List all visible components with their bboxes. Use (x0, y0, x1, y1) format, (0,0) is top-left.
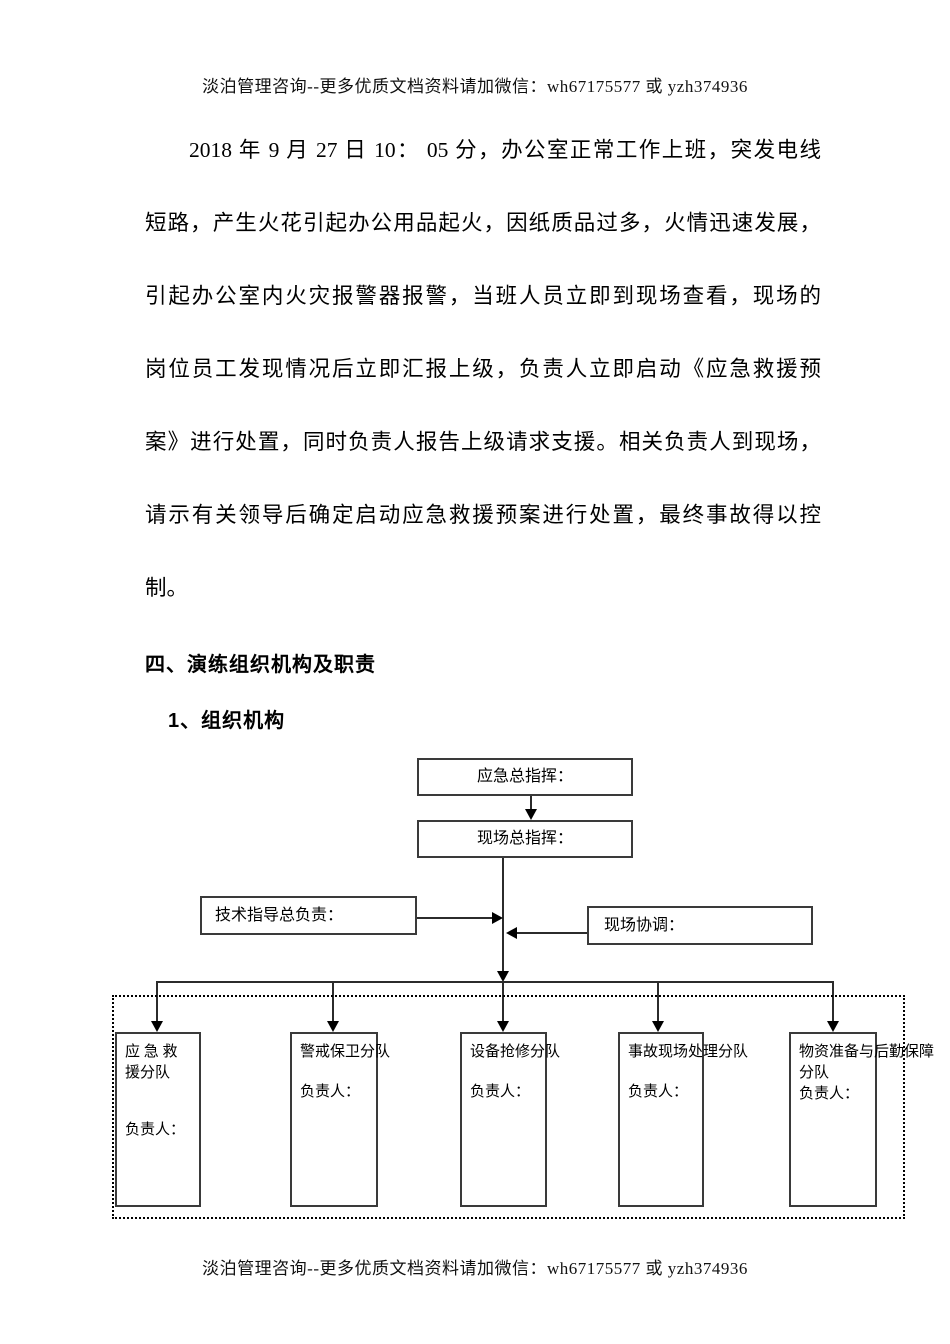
paragraph-line: 岗位员工发现情况后立即汇报上级，负责人立即启动《应急救援预 (145, 357, 821, 381)
team-title: 设备抢修分队 (470, 1044, 561, 1060)
team-title: 物资准备与后勤保障 (799, 1044, 935, 1060)
team-title: 援分队 (125, 1065, 171, 1081)
node-chief-commander: 应急总指挥： (417, 758, 633, 796)
arrowhead-right-icon (492, 912, 503, 924)
arrowhead-down-icon (652, 1021, 664, 1032)
paragraph-line: 短路，产生火花引起办公用品起火，因纸质品过多，火情迅速发展， (145, 211, 821, 235)
paragraph-line: 2018 年 9 月 27 日 10： 05 分，办公室正常工作上班，突发电线 (189, 138, 821, 162)
arrowhead-down-icon (827, 1021, 839, 1032)
team-title: 事故现场处理分队 (628, 1044, 749, 1060)
paragraph-line: 案》进行处置，同时负责人报告上级请求支援。相关负责人到现场， (145, 430, 821, 454)
teams-dotted-group (112, 995, 905, 1219)
incident-description-paragraph: 2018 年 9 月 27 日 10： 05 分，办公室正常工作上班，突发电线 … (145, 114, 821, 625)
team-box-equipment-repair: 设备抢修分队 负责人： (460, 1032, 561, 1207)
section-heading: 四、演练组织机构及职责 (145, 654, 376, 676)
node-site-commander: 现场总指挥： (417, 820, 633, 858)
node-site-coordinator: 现场协调： (587, 906, 813, 945)
connector-distributor (156, 981, 834, 983)
arrowhead-left-icon (506, 927, 517, 939)
connector-drop-1 (156, 981, 158, 1021)
arrowhead-down-icon (525, 809, 537, 820)
team-leader-label: 负责人： (300, 1084, 361, 1100)
team-leader-label: 负责人： (628, 1084, 689, 1100)
team-leader-label: 负责人： (799, 1086, 860, 1102)
arrowhead-down-icon (497, 971, 509, 982)
team-box-logistics: 物资准备与后勤保障 分队 负责人： (789, 1032, 935, 1207)
header-watermark: 淡泊管理咨询--更多优质文档资料请加微信：wh67175577 或 yzh374… (202, 77, 748, 96)
connector-site-coordinator (517, 932, 587, 934)
arrowhead-down-icon (497, 1021, 509, 1032)
paragraph-line: 引起办公室内火灾报警器报警，当班人员立即到现场查看，现场的 (145, 284, 821, 308)
team-title: 警戒保卫分队 (300, 1044, 391, 1060)
team-box-security-guard: 警戒保卫分队 负责人： (290, 1032, 391, 1207)
connector-drop-3 (502, 981, 504, 1021)
connector-chief-to-site (530, 796, 532, 810)
team-leader-label: 负责人： (125, 1122, 186, 1138)
connector-drop-2 (332, 981, 334, 1021)
team-title: 分队 (799, 1065, 830, 1081)
team-box-accident-scene: 事故现场处理分队 负责人： (618, 1032, 749, 1207)
node-tech-director: 技术指导总负责： (200, 896, 417, 935)
paragraph-line: 制。 (145, 576, 189, 600)
paragraph-line: 请示有关领导后确定启动应急救援预案进行处置，最终事故得以控 (145, 503, 821, 527)
subsection-heading: 1、组织机构 (168, 710, 286, 732)
arrowhead-down-icon (151, 1021, 163, 1032)
team-box-emergency-rescue: 应 急 救 援分队 负责人： (115, 1032, 201, 1207)
footer-watermark: 淡泊管理咨询--更多优质文档资料请加微信：wh67175577 或 yzh374… (202, 1259, 748, 1278)
connector-center-spine (502, 858, 504, 974)
connector-tech-director (417, 917, 493, 919)
arrowhead-down-icon (327, 1021, 339, 1032)
team-title: 应 急 救 (125, 1044, 178, 1060)
connector-drop-4 (657, 981, 659, 1021)
connector-drop-5 (832, 981, 834, 1021)
team-leader-label: 负责人： (470, 1084, 531, 1100)
